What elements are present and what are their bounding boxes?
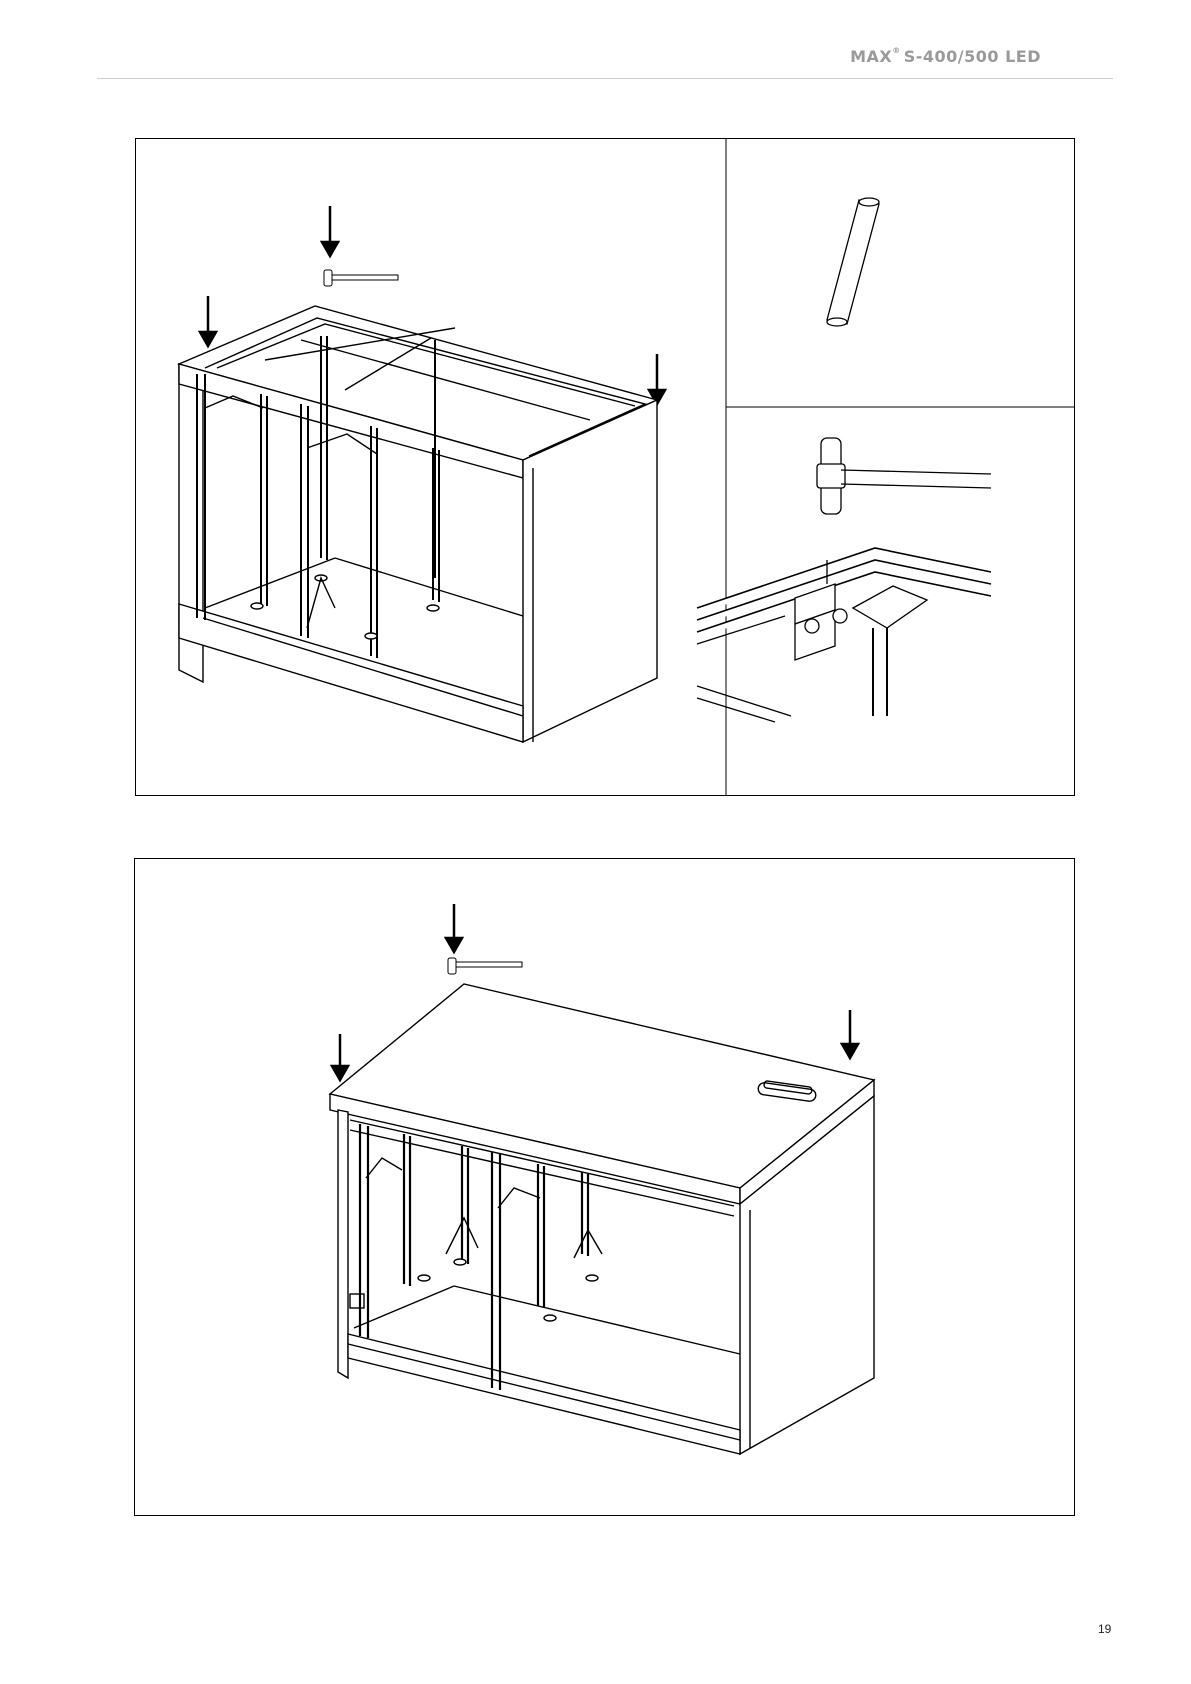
- cabinet-open-frame: [179, 306, 657, 742]
- registered-mark: ®: [892, 46, 901, 55]
- hammer-connector-detail: [697, 438, 991, 722]
- assembly-step-figure-top: [135, 138, 1075, 796]
- assembly-step-figure-bottom: [134, 858, 1075, 1516]
- dowel-pin-icon: [827, 198, 879, 326]
- cabinet-with-top: [330, 984, 874, 1454]
- header-model: S-400/500 LED: [904, 47, 1041, 66]
- header-brand: MAX: [850, 47, 892, 66]
- hammer-icon: [324, 270, 398, 286]
- page-number: 19: [1098, 1622, 1111, 1636]
- page-header-title: MAX®S-400/500 LED: [850, 47, 1041, 66]
- hammer-icon: [448, 958, 522, 974]
- header-divider: [97, 78, 1113, 79]
